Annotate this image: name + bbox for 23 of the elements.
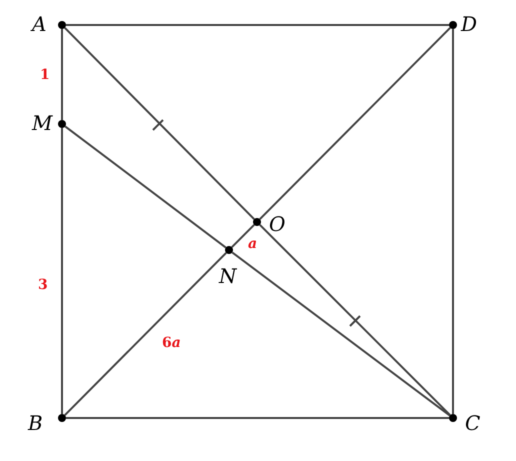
line-segment: [61, 128, 63, 414]
point-label: M: [32, 113, 52, 133]
line-segment: [61, 29, 63, 120]
line-segment: [66, 24, 449, 26]
line-segment: [66, 417, 449, 419]
line-segment: [232, 252, 450, 416]
line-segment: [231, 224, 255, 248]
point-label: D: [461, 14, 478, 34]
length-label: 3: [38, 278, 48, 292]
point-label: C: [465, 413, 480, 433]
line-segment: [64, 252, 227, 416]
length-label: 6a: [162, 336, 181, 350]
length-label: a: [248, 237, 258, 251]
line-segment: [64, 126, 226, 248]
point-label: A: [32, 14, 46, 34]
point-label: N: [219, 266, 236, 286]
line-segment: [452, 29, 454, 414]
line-segment: [259, 27, 451, 220]
point-label: B: [28, 413, 43, 433]
line-segment: [64, 27, 255, 220]
line-segment: [259, 224, 451, 416]
point-label: O: [269, 214, 286, 234]
length-label: 1: [40, 68, 50, 82]
